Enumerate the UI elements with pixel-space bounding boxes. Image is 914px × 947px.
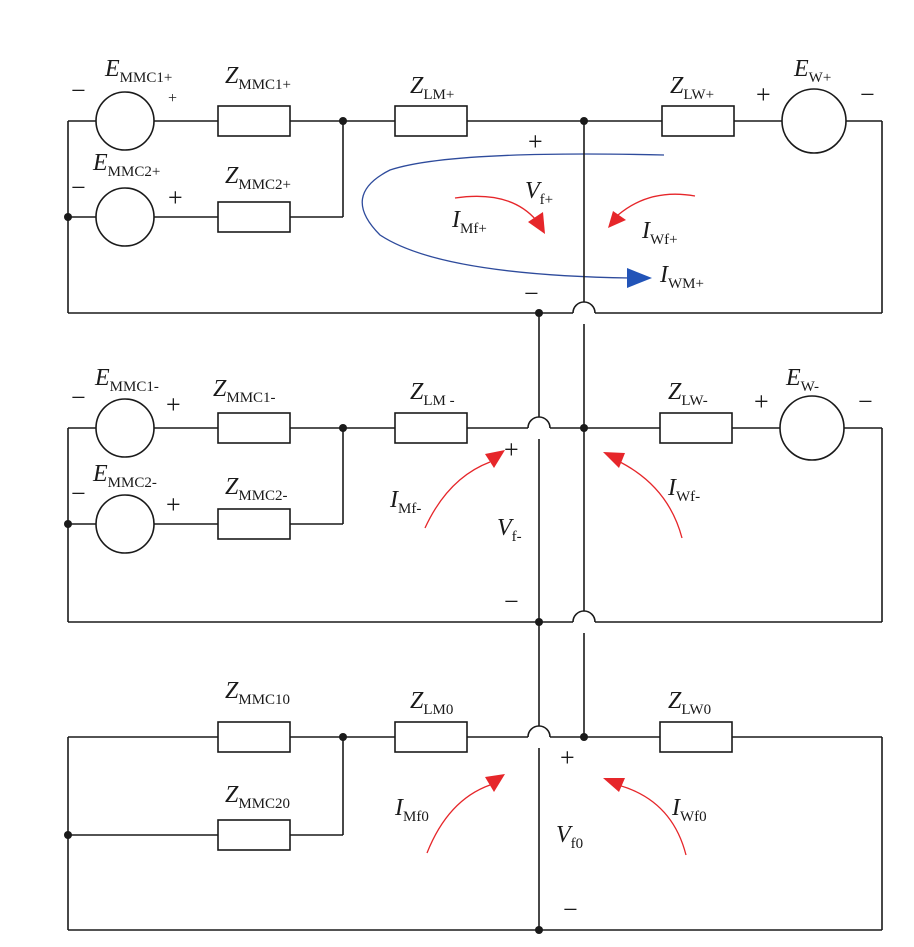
e-mmc2-pos-label: EMMC2+ bbox=[92, 150, 160, 180]
e-mmc2-neg-label: EMMC2- bbox=[92, 461, 157, 491]
z-lm-pos-impedance bbox=[394, 105, 468, 137]
svg-text:−: − bbox=[858, 387, 873, 416]
z-lw-zero-label: ZLW0 bbox=[668, 688, 711, 718]
i-wf-zero-arrow bbox=[617, 784, 687, 856]
v-f-pos-label: Vf+ bbox=[525, 178, 553, 208]
z-mmc2-pos-label: ZMMC2+ bbox=[225, 163, 291, 193]
i-mf-neg-arrow bbox=[424, 461, 491, 529]
i-wf-pos-arrow bbox=[617, 193, 696, 216]
svg-text:−: − bbox=[860, 80, 875, 109]
negative-sequence-network: EMMC1- EMMC2- ZMMC1- ZMMC2- ZLM - ZLW- E… bbox=[64, 365, 883, 626]
i-wf-zero-label: IWf0 bbox=[671, 795, 707, 825]
e-mmc1-neg-label: EMMC1- bbox=[94, 365, 159, 395]
z-mmc2-neg-impedance bbox=[217, 508, 291, 540]
i-wf-neg-arrow bbox=[615, 459, 683, 539]
i-wm-pos-label: IWM+ bbox=[659, 262, 704, 292]
svg-text:−: − bbox=[71, 383, 86, 412]
e-w-pos-source bbox=[781, 88, 847, 154]
i-mf-neg-label: IMf- bbox=[389, 487, 421, 517]
z-lm-zero-label: ZLM0 bbox=[410, 688, 453, 718]
z-lw-zero-impedance bbox=[659, 721, 733, 753]
z-mmc1-zero-impedance bbox=[217, 721, 291, 753]
i-mf-pos-label: IMf+ bbox=[451, 207, 487, 237]
e-mmc1-pos-label: EMMC1+ bbox=[104, 56, 172, 86]
svg-text:+: + bbox=[528, 127, 543, 156]
svg-text:+: + bbox=[166, 490, 181, 519]
e-w-neg-label: EW- bbox=[785, 365, 819, 395]
z-mmc2-neg-label: ZMMC2- bbox=[225, 474, 288, 504]
i-mf-pos-arrow bbox=[454, 195, 537, 221]
svg-text:+: + bbox=[168, 183, 183, 212]
svg-text:−: − bbox=[524, 279, 539, 308]
svg-text:−: − bbox=[71, 173, 86, 202]
z-lm-pos-label: ZLM+ bbox=[410, 73, 454, 103]
z-mmc2-pos-impedance bbox=[217, 201, 291, 233]
svg-text:+: + bbox=[166, 390, 181, 419]
z-mmc1-neg-impedance bbox=[217, 412, 291, 444]
z-mmc1-pos-label: ZMMC1+ bbox=[225, 63, 291, 93]
z-mmc1-zero-label: ZMMC10 bbox=[225, 678, 290, 708]
z-mmc1-pos-impedance bbox=[217, 105, 291, 137]
i-mf-zero-label: IMf0 bbox=[394, 795, 429, 825]
svg-text:+: + bbox=[560, 743, 575, 772]
e-mmc1-neg-source bbox=[95, 398, 155, 458]
svg-text:−: − bbox=[71, 479, 86, 508]
z-lw-neg-label: ZLW- bbox=[668, 379, 708, 409]
svg-text:+: + bbox=[168, 90, 177, 107]
e-mmc2-pos-source bbox=[95, 187, 155, 247]
z-mmc1-neg-label: ZMMC1- bbox=[213, 376, 276, 406]
i-wm-pos-arrow bbox=[361, 153, 665, 279]
z-lw-neg-impedance bbox=[659, 412, 733, 444]
z-lm-neg-impedance bbox=[394, 412, 468, 444]
e-mmc2-neg-source bbox=[95, 494, 155, 554]
zero-sequence-network: ZMMC10 ZMMC20 ZLM0 ZLW0 Vf0 IMf0 IWf0 + … bbox=[64, 678, 883, 934]
e-w-pos-label: EW+ bbox=[793, 56, 831, 86]
z-lw-pos-impedance bbox=[661, 105, 735, 137]
positive-sequence-network: EMMC1+ EMMC2+ ZMMC1+ ZMMC2+ ZLM+ ZLW+ EW… bbox=[64, 56, 883, 317]
svg-text:−: − bbox=[504, 587, 519, 616]
i-mf-zero-arrow bbox=[426, 784, 491, 854]
z-mmc2-zero-impedance bbox=[217, 819, 291, 851]
svg-text:+: + bbox=[504, 435, 519, 464]
v-f-zero-label: Vf0 bbox=[556, 822, 583, 852]
svg-text:−: − bbox=[71, 76, 86, 105]
e-w-neg-source bbox=[779, 395, 845, 461]
svg-text:−: − bbox=[563, 895, 578, 924]
i-wf-neg-label: IWf- bbox=[667, 475, 700, 505]
z-lw-pos-label: ZLW+ bbox=[670, 73, 714, 103]
v-f-neg-label: Vf- bbox=[497, 515, 522, 545]
svg-text:+: + bbox=[754, 387, 769, 416]
z-mmc2-zero-label: ZMMC20 bbox=[225, 782, 290, 812]
svg-text:+: + bbox=[756, 80, 771, 109]
fault-interconnection bbox=[538, 121, 585, 930]
z-lm-zero-impedance bbox=[394, 721, 468, 753]
e-mmc1-pos-source bbox=[95, 91, 155, 151]
i-wf-pos-label: IWf+ bbox=[641, 218, 678, 248]
z-lm-neg-label: ZLM - bbox=[410, 379, 455, 409]
